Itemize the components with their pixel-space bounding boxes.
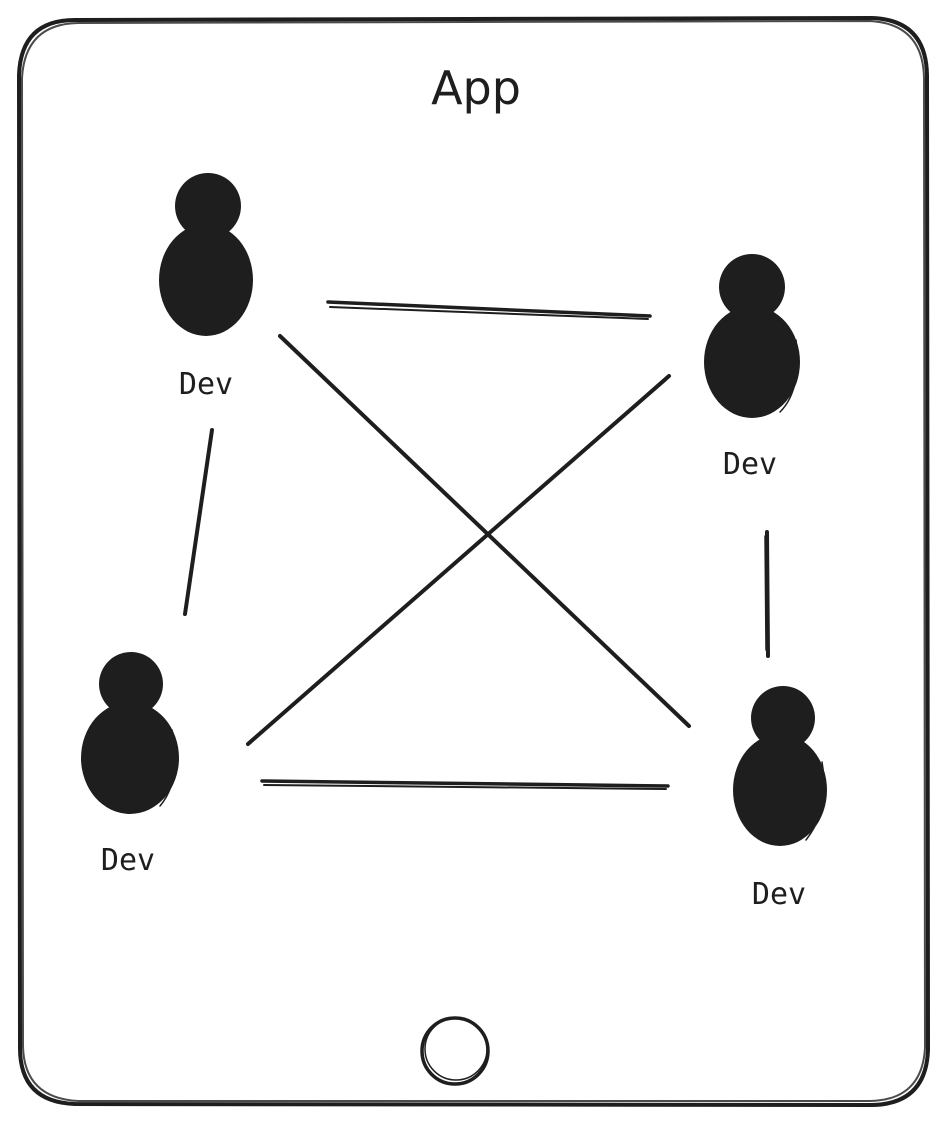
dev-node-bottom-left: Dev [81,652,179,878]
connection-top-right-bottom-left [246,374,671,746]
tablet-frame [16,15,931,1108]
connection-top-right-bottom-right [764,530,770,658]
connection-top-left-bottom-left [183,428,214,616]
home-button-icon[interactable] [420,1016,490,1086]
person-icon [81,652,179,814]
connection-top-left-top-right [326,300,652,320]
dev-label: Dev [101,843,155,878]
diagram-title: App [431,61,521,115]
person-icon [733,686,827,846]
person-icon [704,254,800,418]
person-icon [159,173,253,336]
dev-label: Dev [723,447,777,482]
dev-node-top-right: Dev [704,254,800,482]
dev-label: Dev [179,367,233,402]
dev-label: Dev [752,877,806,912]
connection-bottom-left-bottom-right [260,779,670,790]
connections [183,300,770,790]
connection-top-left-bottom-right [278,334,691,728]
dev-node-top-left: Dev [159,173,253,402]
dev-node-bottom-right: Dev [733,686,827,912]
